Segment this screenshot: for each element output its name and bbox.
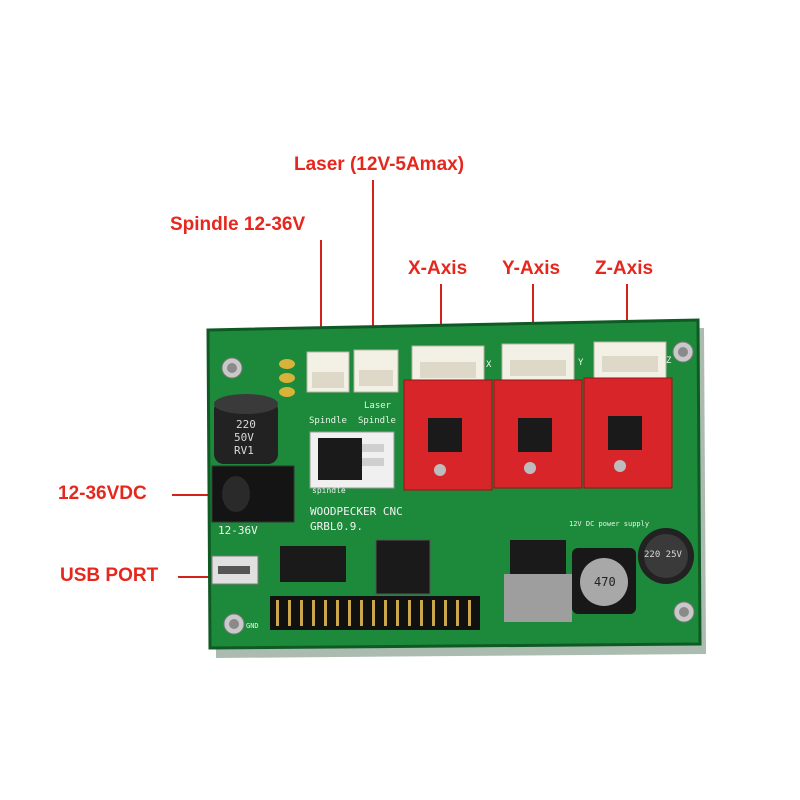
mounting-hole bbox=[673, 601, 695, 623]
spindle-callout: Spindle 12-36V bbox=[170, 214, 306, 235]
y-stepper-driver bbox=[493, 379, 583, 489]
pin-header bbox=[270, 596, 480, 630]
usb-callout: USB PORT bbox=[60, 565, 159, 586]
spindle-leader-line bbox=[320, 240, 322, 360]
laser-silkscreen-label: Laser bbox=[364, 401, 392, 411]
gnd-silkscreen-label: GND bbox=[246, 622, 259, 630]
usb-port bbox=[211, 555, 259, 585]
mounting-hole bbox=[672, 341, 694, 363]
laser-connector bbox=[353, 349, 399, 393]
laser-leader-line bbox=[372, 180, 374, 358]
inductor-label: 470 bbox=[594, 575, 616, 589]
z-axis-connector bbox=[593, 341, 667, 379]
capacitor-right-label: 220 25V bbox=[644, 550, 682, 560]
capacitor-left-label-2: 50V bbox=[234, 431, 254, 444]
axis-x-silkscreen-label: X bbox=[486, 360, 492, 370]
y-axis-callout: Y-Axis bbox=[502, 258, 561, 279]
ic-serial bbox=[280, 546, 346, 582]
pcb-body bbox=[208, 320, 700, 648]
power-callout: 12-36VDC bbox=[58, 483, 147, 504]
capacitor-left-label-1: 220 bbox=[236, 418, 256, 431]
z-axis-leader-line bbox=[626, 284, 628, 348]
spindle-silkscreen-label-3: spindle bbox=[312, 486, 346, 495]
z-stepper-driver bbox=[583, 377, 673, 489]
x-axis-connector bbox=[411, 345, 485, 385]
ic-microcontroller bbox=[375, 539, 431, 595]
x-stepper-driver bbox=[403, 379, 493, 491]
power-leader-line bbox=[172, 494, 216, 496]
spindle-silkscreen-label-2: Spindle bbox=[358, 416, 396, 426]
usb-leader-line bbox=[178, 576, 218, 578]
mosfet-block bbox=[309, 431, 395, 489]
board-firmware-label: GRBL0.9. bbox=[310, 520, 363, 533]
mounting-hole bbox=[221, 357, 243, 379]
y-axis-connector bbox=[501, 343, 575, 383]
y-axis-leader-line bbox=[532, 284, 534, 354]
power-supply-silkscreen-label: 12V DC power supply bbox=[569, 520, 650, 528]
axis-z-silkscreen-label: Z bbox=[666, 356, 672, 366]
mounting-hole bbox=[223, 613, 245, 635]
board-brand-label: WOODPECKER CNC bbox=[310, 505, 403, 518]
z-axis-callout: Z-Axis bbox=[595, 258, 654, 279]
dc-power-jack bbox=[211, 465, 295, 523]
spindle-connector bbox=[306, 351, 350, 393]
axis-y-silkscreen-label: Y bbox=[578, 358, 584, 368]
x-axis-callout: X-Axis bbox=[408, 258, 468, 279]
voltage-regulator bbox=[510, 540, 566, 620]
spindle-silkscreen-label: Spindle bbox=[309, 416, 347, 426]
laser-callout: Laser (12V-5Amax) bbox=[294, 154, 465, 175]
board-voltage-label: 12-36V bbox=[218, 524, 258, 537]
capacitor-left-label-3: RV1 bbox=[234, 444, 254, 457]
x-axis-leader-line bbox=[440, 284, 442, 354]
